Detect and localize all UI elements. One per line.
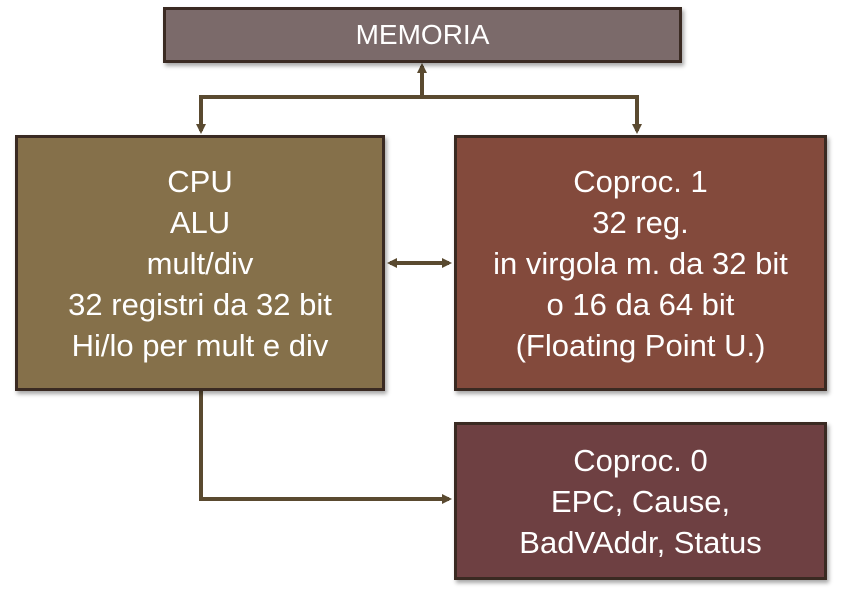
coproc1-box: Coproc. 1 32 reg. in virgola m. da 32 bi… bbox=[454, 135, 827, 391]
cpu-line-registers: 32 registri da 32 bit bbox=[68, 286, 332, 322]
cpu-line-hilo: Hi/lo per mult e div bbox=[71, 327, 329, 363]
coproc1-line-reg: 32 reg. bbox=[592, 204, 689, 240]
memoria-box: MEMORIA bbox=[163, 7, 682, 63]
coproc1-line-fpu: (Floating Point U.) bbox=[515, 327, 766, 363]
cpu-line-multdiv: mult/div bbox=[146, 245, 254, 281]
coproc0-box: Coproc. 0 EPC, Cause, BadVAddr, Status bbox=[454, 422, 827, 580]
cpu-title: CPU bbox=[167, 163, 233, 199]
cpu-line-alu: ALU bbox=[169, 204, 231, 240]
coproc0-line-epc: EPC, Cause, bbox=[550, 483, 731, 519]
coproc1-line-float32: in virgola m. da 32 bit bbox=[493, 245, 788, 281]
cpu-box: CPU ALU mult/div 32 registri da 32 bit H… bbox=[15, 135, 385, 391]
coproc1-title: Coproc. 1 bbox=[573, 163, 708, 199]
arrow-cpu-coproc0 bbox=[199, 391, 452, 504]
memoria-label: MEMORIA bbox=[355, 19, 490, 50]
coproc1-line-float64: o 16 da 64 bit bbox=[546, 286, 735, 322]
coproc0-title: Coproc. 0 bbox=[573, 442, 708, 478]
coproc0-line-badvaddr: BadVAddr, Status bbox=[519, 524, 762, 560]
